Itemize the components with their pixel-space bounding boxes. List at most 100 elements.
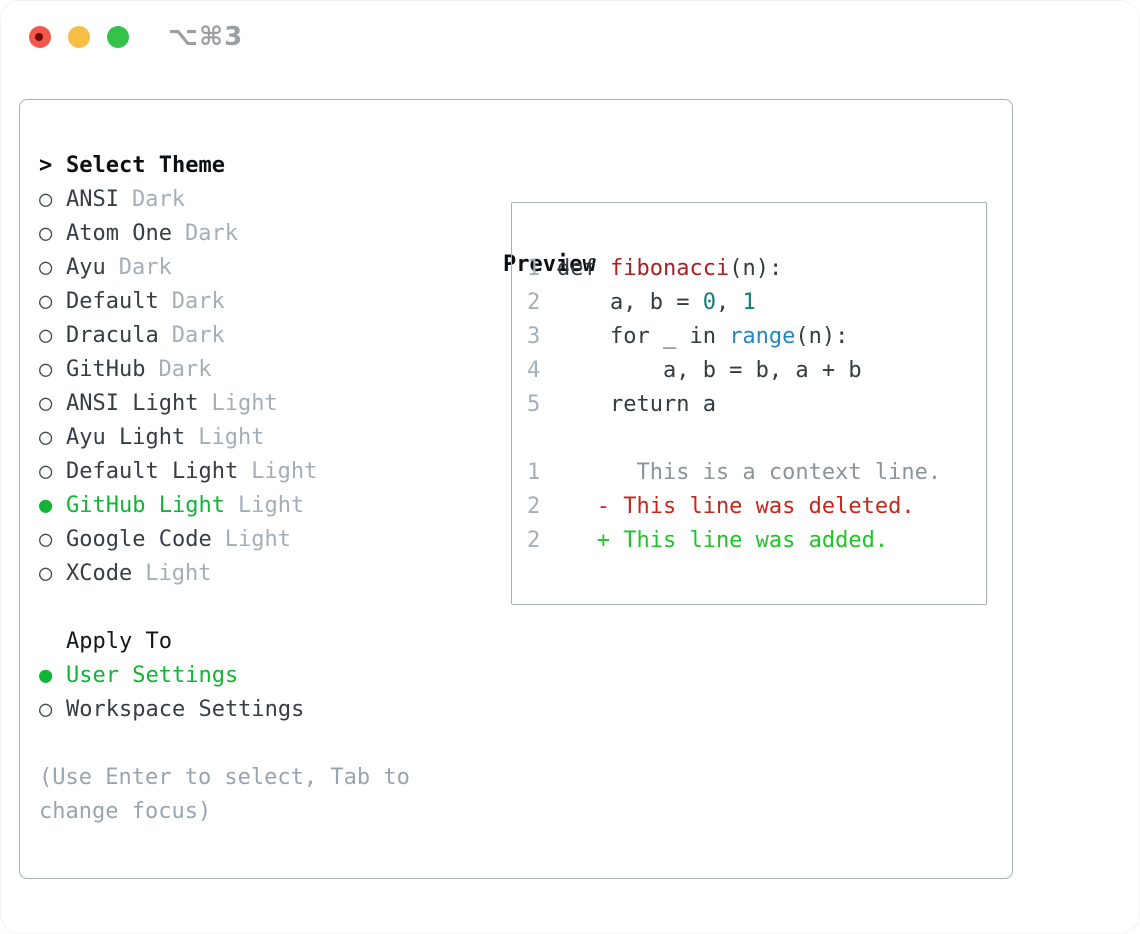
line-number xyxy=(527,422,557,456)
code-line: 2 + This line was added. xyxy=(527,524,986,558)
hint-line-1: (Use Enter to select, Tab to xyxy=(39,765,410,790)
theme-variant-badge: Light xyxy=(251,459,318,484)
apply-option-workspace-settings[interactable]: ○ Workspace Settings xyxy=(39,693,410,727)
apply-to-header: Apply To xyxy=(39,625,410,659)
code-line: 2 a, b = 0, 1 xyxy=(527,286,986,320)
unsaved-indicator-icon xyxy=(35,33,43,41)
theme-label: ANSI xyxy=(66,187,119,212)
theme-option-ansi[interactable]: ○ ANSI Dark xyxy=(39,183,410,217)
theme-label: ANSI Light xyxy=(66,391,199,416)
theme-label: Atom One xyxy=(66,221,172,246)
select-theme-header: > Select Theme xyxy=(39,149,410,183)
theme-variant-badge: Light xyxy=(145,561,212,586)
hint-line-2: change focus) xyxy=(39,799,212,824)
code-line: 1 def fibonacci(n): xyxy=(527,252,986,286)
code-text: a, b = 0, 1 xyxy=(557,290,756,315)
line-number: 1 xyxy=(527,460,541,485)
radio-unselected-icon: ○ xyxy=(39,323,53,348)
theme-variant-badge: Light xyxy=(224,527,291,552)
theme-option-github[interactable]: ○ GitHub Dark xyxy=(39,353,410,387)
theme-label: GitHub Light xyxy=(66,493,225,518)
theme-option-default[interactable]: ○ Default Dark xyxy=(39,285,410,319)
titlebar: ⌥⌘3 xyxy=(0,0,1140,70)
theme-variant-badge: Light xyxy=(237,493,305,518)
theme-variant-badge: Dark xyxy=(131,187,185,212)
hint-text: (Use Enter to select, Tab to change focu… xyxy=(39,761,410,829)
theme-option-xcode[interactable]: ○ XCode Light xyxy=(39,557,410,591)
theme-option-ansi-light[interactable]: ○ ANSI Light Light xyxy=(39,387,410,421)
apply-to-title: Apply To xyxy=(66,629,172,654)
spacer xyxy=(39,591,410,625)
radio-unselected-icon: ○ xyxy=(39,425,53,450)
theme-label: XCode xyxy=(66,561,133,586)
radio-unselected-icon: ○ xyxy=(39,561,53,586)
line-number: 2 xyxy=(527,494,541,519)
focus-caret-icon: > xyxy=(39,153,53,178)
radio-unselected-icon: ○ xyxy=(39,391,53,416)
radio-unselected-icon: ○ xyxy=(39,357,53,382)
line-number: 5 xyxy=(527,392,541,417)
code-text: a, b = b, a + b xyxy=(557,358,862,383)
radio-unselected-icon: ○ xyxy=(39,221,53,246)
apply-option-user-settings[interactable]: ● User Settings xyxy=(39,659,410,693)
radio-unselected-icon: ○ xyxy=(39,255,53,280)
close-button[interactable] xyxy=(29,26,51,48)
radio-selected-icon: ● xyxy=(39,493,53,518)
code-text: for _ in range(n): xyxy=(557,324,849,349)
code-text: + This line was added. xyxy=(557,528,889,553)
line-number: 2 xyxy=(527,290,541,315)
code-line: 2 - This line was deleted. xyxy=(527,490,986,524)
window-title: ⌥⌘3 xyxy=(168,22,244,52)
theme-variant-badge: Dark xyxy=(184,221,238,246)
minimize-button[interactable] xyxy=(68,26,90,48)
theme-variant-badge: Light xyxy=(198,425,265,450)
theme-variant-badge: Dark xyxy=(158,357,212,382)
apply-option-label: Workspace Settings xyxy=(66,697,305,722)
line-number: 1 xyxy=(527,256,541,281)
zoom-button[interactable] xyxy=(107,26,129,48)
theme-option-atom-one[interactable]: ○ Atom One Dark xyxy=(39,217,410,251)
theme-label: GitHub xyxy=(66,357,146,382)
theme-option-google-code[interactable]: ○ Google Code Light xyxy=(39,523,410,557)
line-number: 3 xyxy=(527,324,541,349)
theme-variant-badge: Dark xyxy=(171,289,225,314)
theme-variant-badge: Light xyxy=(211,391,278,416)
code-text: return a xyxy=(557,392,716,417)
line-number: 4 xyxy=(527,358,541,383)
code-line: 5 return a xyxy=(527,388,986,422)
theme-option-default-light[interactable]: ○ Default Light Light xyxy=(39,455,410,489)
code-line: 4 a, b = b, a + b xyxy=(527,354,986,388)
theme-option-dracula[interactable]: ○ Dracula Dark xyxy=(39,319,410,353)
radio-unselected-icon: ○ xyxy=(39,187,53,212)
code-line: 3 for _ in range(n): xyxy=(527,320,986,354)
radio-unselected-icon: ○ xyxy=(39,697,53,722)
theme-variant-badge: Dark xyxy=(171,323,225,348)
apply-option-label: User Settings xyxy=(66,663,239,688)
theme-label: Google Code xyxy=(66,527,212,552)
code-line: 1 This is a context line. xyxy=(527,456,986,490)
select-theme-title: Select Theme xyxy=(66,153,225,178)
radio-unselected-icon: ○ xyxy=(39,289,53,314)
radio-selected-icon: ● xyxy=(39,663,53,688)
radio-unselected-icon: ○ xyxy=(39,459,53,484)
theme-label: Dracula xyxy=(66,323,159,348)
code-line xyxy=(527,422,986,456)
theme-variant-badge: Dark xyxy=(118,255,172,280)
spacer xyxy=(39,727,410,761)
preview-header: Preview xyxy=(503,252,596,277)
code-text: This is a context line. xyxy=(557,460,942,485)
apply-to-list: ● User Settings ○ Workspace Settings xyxy=(39,659,410,727)
theme-label: Default Light xyxy=(66,459,239,484)
code-text: def fibonacci(n): xyxy=(557,256,783,281)
theme-label: Default xyxy=(66,289,159,314)
theme-option-github-light[interactable]: ● GitHub Light Light xyxy=(39,489,410,523)
radio-unselected-icon: ○ xyxy=(39,527,53,552)
